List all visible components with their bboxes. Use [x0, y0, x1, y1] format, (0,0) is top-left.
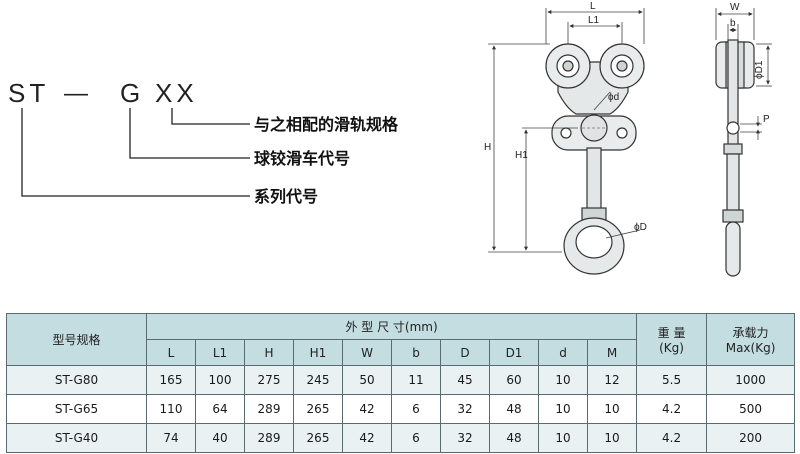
col-H: H	[244, 339, 294, 366]
cell-model: ST-G80	[6, 365, 147, 395]
header-load-unit: Max(Kg)	[725, 341, 776, 355]
cell-load: 200	[706, 423, 796, 453]
cell-L1: 64	[195, 394, 245, 424]
front-view-labels: L L1 H H1 ϕd ϕD	[484, 1, 647, 233]
cell-b: 6	[391, 394, 441, 424]
cell-M: 12	[586, 365, 638, 395]
dim-L: L	[590, 1, 596, 12]
cell-M: 10	[586, 394, 638, 424]
cell-d: 10	[538, 394, 588, 424]
side-plate	[727, 39, 739, 159]
cell-model: ST-G40	[6, 423, 147, 453]
header-spec: 型号规格	[6, 313, 147, 366]
leader-ball-hinge	[129, 108, 250, 159]
label-ball-hinge-code: 球铰滑车代号	[254, 149, 350, 168]
header-dimensions: 外 型 尺 寸(mm)	[145, 313, 638, 340]
side-eye	[725, 221, 741, 277]
cell-L: 74	[146, 423, 196, 453]
col-d: d	[538, 339, 588, 366]
side-view-labels: W b ϕD1 P	[730, 2, 770, 125]
code-dash: —	[64, 80, 88, 107]
code-leader-lines	[21, 108, 250, 197]
cell-model: ST-G65	[6, 394, 147, 424]
cell-b: 6	[391, 423, 441, 453]
dim-d: ϕd	[608, 92, 619, 103]
dim-W: W	[730, 2, 740, 13]
leader-series	[21, 108, 250, 197]
header-weight: 重 量 (Kg)	[636, 313, 708, 366]
label-rail-spec: 与之相配的滑轨规格	[254, 115, 399, 134]
cell-D: 32	[440, 394, 490, 424]
cell-D: 32	[440, 423, 490, 453]
cell-D1: 48	[489, 394, 539, 424]
cell-weight: 5.5	[636, 365, 708, 395]
header-load: 承载力 Max(Kg)	[706, 313, 796, 366]
cell-L1: 100	[195, 365, 245, 395]
cell-W: 42	[342, 394, 392, 424]
cell-d: 10	[538, 423, 588, 453]
col-D: D	[440, 339, 490, 366]
code-series: ST	[8, 78, 49, 108]
cell-W: 42	[342, 423, 392, 453]
technical-drawings: L L1 H H1 ϕd ϕD W b ϕD1 P	[484, 1, 772, 277]
dim-H: H	[484, 142, 491, 153]
cell-weight: 4.2	[636, 423, 708, 453]
cell-H1: 265	[293, 423, 343, 453]
label-series-code: 系列代号	[254, 187, 318, 206]
model-code-diagram: ST — G XX 与之相配的滑轨规格 球铰滑车代号 系列代号	[8, 78, 399, 206]
dim-H1: H1	[515, 150, 528, 161]
cell-H: 289	[244, 423, 294, 453]
dim-D1: ϕD1	[754, 60, 765, 79]
leader-rail-spec	[171, 108, 250, 125]
col-H1: H1	[293, 339, 343, 366]
side-view	[715, 39, 755, 277]
col-D1: D1	[489, 339, 539, 366]
cell-L: 165	[146, 365, 196, 395]
hanger-rod	[586, 147, 602, 213]
cell-b: 11	[391, 365, 441, 395]
front-view-dimensions	[488, 8, 645, 253]
header-weight-label: 重 量	[657, 326, 686, 340]
col-W: W	[342, 339, 392, 366]
code-group: G	[120, 78, 140, 108]
col-L: L	[146, 339, 196, 366]
col-b: b	[391, 339, 441, 366]
dim-P: P	[763, 114, 770, 125]
table-header-row: 型号规格 外 型 尺 寸(mm) 重 量 (Kg) 承载力 Max(Kg)	[6, 313, 796, 366]
cell-load: 500	[706, 394, 796, 424]
side-rod	[726, 153, 740, 215]
table-row: ST-G65 110 64 289 265 42 6 32 48 10 10 4…	[6, 394, 796, 424]
side-view-dimensions	[715, 8, 772, 140]
cell-weight: 4.2	[636, 394, 708, 424]
code-suffix: XX	[155, 78, 198, 108]
cell-H1: 245	[293, 365, 343, 395]
cell-M: 10	[586, 423, 638, 453]
cell-L1: 40	[195, 423, 245, 453]
col-L1: L1	[195, 339, 245, 366]
table-subheader-row: L L1 H H1 W b D D1 d M	[7, 339, 795, 366]
dim-D: ϕD	[634, 222, 647, 233]
table-row: ST-G40 74 40 289 265 42 6 32 48 10 10 4.…	[6, 423, 796, 453]
cell-D1: 48	[489, 423, 539, 453]
cell-H1: 265	[293, 394, 343, 424]
col-M: M	[586, 339, 638, 366]
cell-load: 1000	[706, 365, 796, 395]
cell-H: 275	[244, 365, 294, 395]
header-weight-unit: (Kg)	[659, 341, 684, 355]
cell-W: 50	[342, 365, 392, 395]
cell-L: 110	[146, 394, 196, 424]
cell-d: 10	[538, 365, 588, 395]
cell-D: 45	[440, 365, 490, 395]
table-row: ST-G80 165 100 275 245 50 11 45 60 10 12…	[6, 365, 796, 395]
front-view	[545, 43, 645, 275]
cell-H: 289	[244, 394, 294, 424]
dim-b: b	[730, 18, 736, 29]
header-load-label: 承载力	[732, 326, 769, 340]
cell-D1: 60	[489, 365, 539, 395]
spec-table: 型号规格 外 型 尺 寸(mm) 重 量 (Kg) 承载力 Max(Kg) L …	[6, 313, 796, 453]
dim-L1: L1	[588, 15, 600, 26]
